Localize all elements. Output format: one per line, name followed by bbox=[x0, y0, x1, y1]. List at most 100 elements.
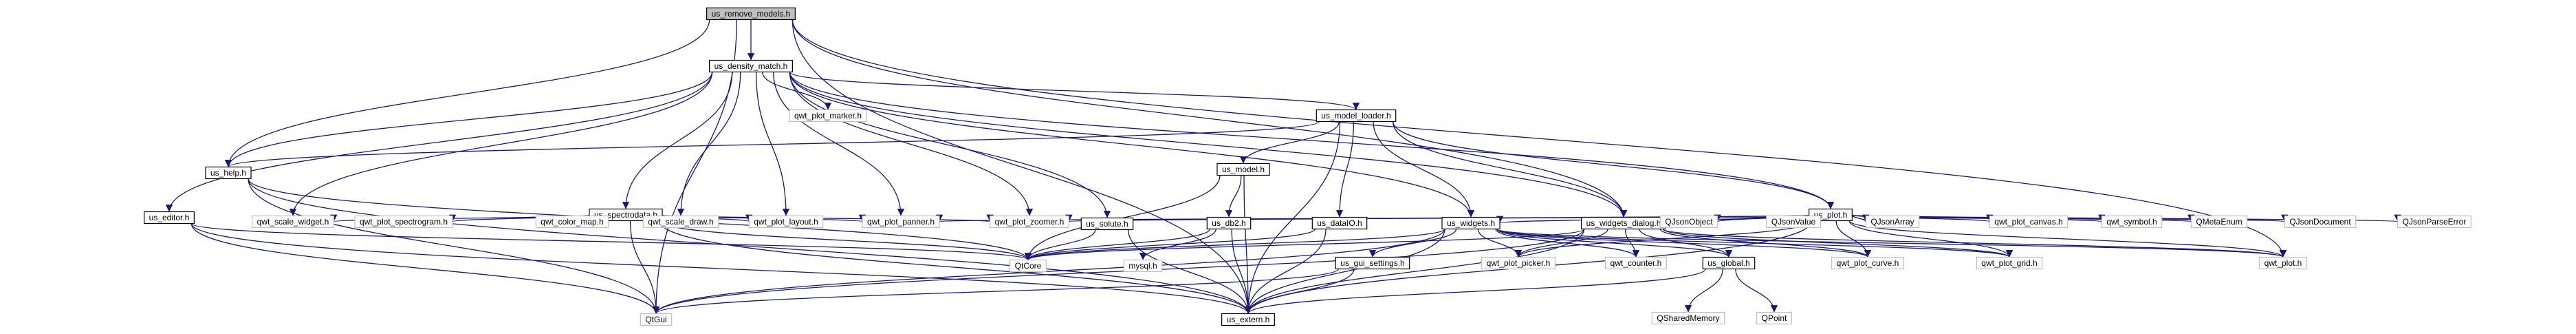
node-box bbox=[354, 215, 453, 229]
edge-us-model-h-to-us-db2-h bbox=[1225, 175, 1242, 218]
node-box bbox=[862, 215, 940, 229]
edge-us-model-loader-h-to-us-model-h bbox=[1239, 121, 1340, 164]
edge-us-solute-h-to-us-extern-h bbox=[1128, 229, 1252, 314]
node-mysql-h: mysql.h bbox=[1123, 259, 1163, 273]
node-us-widgets-dialog-h[interactable]: us_widgets_dialog.h bbox=[1581, 216, 1666, 230]
node-label: qwt_plot_panner.h bbox=[867, 217, 935, 227]
edge-us-density-match-h-to-us-widgets-h bbox=[789, 72, 1475, 218]
node-label: qwt_plot_marker.h bbox=[794, 111, 862, 121]
node-box bbox=[2397, 215, 2471, 229]
node-QSharedMemory: QSharedMemory bbox=[1651, 311, 1725, 325]
node-us-solute-h[interactable]: us_solute.h bbox=[1080, 217, 1134, 231]
node-us-global-h[interactable]: us_global.h bbox=[1702, 256, 1756, 270]
node-label: qwt_plot_canvas.h bbox=[1994, 217, 2062, 227]
edge-us-widgets-h-to-us-global-h bbox=[1496, 228, 1733, 258]
edge-us-spectrodata-h-to-QtGui bbox=[629, 220, 660, 314]
edge-us-gui-settings-h-to-us-extern-h bbox=[1244, 269, 1355, 314]
node-us-model-loader-h[interactable]: us_model_loader.h bbox=[1316, 109, 1397, 123]
node-label: us_db2.h bbox=[1212, 218, 1245, 228]
node-us-widgets-h[interactable]: us_widgets.h bbox=[1441, 216, 1500, 230]
node-label: qwt_plot_zoomer.h bbox=[995, 217, 1065, 227]
node-box bbox=[1311, 216, 1368, 230]
node-qwt-scale-widget-h: qwt_scale_widget.h bbox=[252, 215, 334, 229]
edge-us-dataIO-h-to-us-extern-h bbox=[1244, 229, 1327, 314]
edge-us-help-h-to-QtGui bbox=[248, 178, 660, 314]
node-label: us_gui_settings.h bbox=[1340, 258, 1404, 268]
node-QJsonParseError: QJsonParseError bbox=[2397, 215, 2471, 229]
edge-us-widgets-dialog-h-to-qwt-plot-grid-h bbox=[1662, 228, 2013, 258]
node-qwt-plot-curve-h: qwt_plot_curve.h bbox=[1831, 256, 1904, 270]
node-label: us_solute.h bbox=[1086, 219, 1128, 229]
node-qwt-plot-canvas-h: qwt_plot_canvas.h bbox=[1989, 215, 2069, 229]
edge-us-spectrodata-h-to-us-extern-h bbox=[659, 220, 1252, 314]
node-label: QSharedMemory bbox=[1657, 313, 1719, 323]
node-box bbox=[709, 59, 793, 73]
edge-us-widgets-dialog-h-to-us-extern-h bbox=[1244, 229, 1585, 314]
node-us-density-match-h[interactable]: us_density_match.h bbox=[709, 59, 793, 73]
node-box bbox=[1080, 217, 1134, 231]
node-label: QtCore bbox=[1015, 261, 1042, 271]
node-us-gui-settings-h[interactable]: us_gui_settings.h bbox=[1335, 256, 1410, 270]
node-box bbox=[640, 313, 673, 326]
node-us-dataIO-h[interactable]: us_dataIO.h bbox=[1311, 216, 1368, 230]
node-box bbox=[1766, 215, 1821, 229]
node-label: qwt_symbol.h bbox=[2106, 217, 2157, 227]
node-us-model-h[interactable]: us_model.h bbox=[1216, 163, 1270, 176]
edge-us-help-h-to-us-extern-h bbox=[248, 178, 1252, 314]
node-label: us_widgets.h bbox=[1447, 218, 1495, 228]
node-qwt-plot-picker-h: qwt_plot_picker.h bbox=[1481, 256, 1556, 270]
node-box bbox=[1989, 215, 2069, 229]
node-qwt-counter-h: qwt_counter.h bbox=[1605, 256, 1667, 270]
node-box bbox=[1441, 216, 1500, 230]
edge-us-global-h-to-QPoint bbox=[1735, 269, 1778, 313]
edge-us-editor-h-to-QtGui bbox=[190, 223, 660, 314]
node-us-remove-models-h[interactable]: us_remove_models.h bbox=[706, 7, 796, 21]
node-label: QtGui bbox=[645, 315, 666, 324]
node-QJsonObject: QJsonObject bbox=[1659, 215, 1718, 229]
node-box bbox=[1831, 256, 1904, 270]
node-label: qwt_color_map.h bbox=[541, 217, 603, 227]
node-us-db2-h[interactable]: us_db2.h bbox=[1206, 216, 1252, 230]
node-box bbox=[252, 215, 334, 229]
node-qwt-color-map-h: qwt_color_map.h bbox=[535, 215, 609, 229]
node-label: QJsonDocument bbox=[2289, 217, 2351, 227]
edge-us-widgets-dialog-h-to-qwt-plot-curve-h bbox=[1659, 228, 1872, 258]
edge-us-plot-h-to-qwt-plot-grid-h bbox=[1848, 220, 2013, 258]
node-label: us_dataIO.h bbox=[1317, 218, 1362, 228]
node-box bbox=[2259, 256, 2307, 270]
node-QMetaEnum: QMetaEnum bbox=[2190, 215, 2248, 229]
node-label: qwt_plot.h bbox=[2264, 258, 2302, 268]
node-label: us_model_loader.h bbox=[1321, 111, 1390, 121]
edge-us-widgets-h-to-qwt-plot-grid-h bbox=[1496, 228, 2013, 258]
edge-us-density-match-h-to-us-model-loader-h bbox=[789, 71, 1360, 111]
node-qwt-plot-h: qwt_plot.h bbox=[2259, 256, 2307, 270]
node-us-editor-h[interactable]: us_editor.h bbox=[144, 211, 195, 225]
node-QPoint: QPoint bbox=[1756, 311, 1792, 325]
node-label: QJsonValue bbox=[1771, 217, 1816, 227]
node-qwt-scale-draw-h: qwt_scale_draw.h bbox=[642, 215, 719, 229]
node-box bbox=[748, 215, 824, 229]
edge-us-widgets-h-to-QtCore bbox=[1025, 228, 1445, 261]
edge-us-density-match-h-to-us-editor-h bbox=[165, 72, 713, 212]
node-qwt-plot-layout-h: qwt_plot_layout.h bbox=[748, 215, 824, 229]
node-QJsonDocument: QJsonDocument bbox=[2284, 215, 2357, 229]
node-us-help-h[interactable]: us_help.h bbox=[205, 166, 252, 180]
edge-us-global-h-to-us-extern-h bbox=[1245, 269, 1706, 314]
node-box bbox=[1481, 256, 1556, 270]
node-label: qwt_plot_grid.h bbox=[1981, 258, 2037, 268]
edge-us-density-match-h-to-us-plot-h bbox=[789, 72, 1835, 209]
edge-us-model-loader-h-to-us-widgets-dialog-h bbox=[1393, 121, 1628, 218]
edge-us-remove-models-h-to-us-extern-h bbox=[792, 19, 1252, 314]
node-label: qwt_plot_spectrogram.h bbox=[360, 217, 448, 227]
edge-us-remove-models-h-to-qwt-plot-h bbox=[792, 19, 2287, 258]
node-box bbox=[1651, 311, 1725, 325]
node-label: us_help.h bbox=[210, 168, 246, 178]
edge-us-model-loader-h-to-us-help-h bbox=[225, 121, 1320, 168]
node-box bbox=[642, 215, 719, 229]
node-box bbox=[1756, 311, 1792, 325]
node-label: QJsonArray bbox=[1870, 217, 1914, 227]
node-box bbox=[1605, 256, 1667, 270]
node-us-extern-h[interactable]: us_extern.h bbox=[1221, 313, 1275, 326]
edge-us-gui-settings-h-to-QtGui bbox=[653, 268, 1339, 315]
